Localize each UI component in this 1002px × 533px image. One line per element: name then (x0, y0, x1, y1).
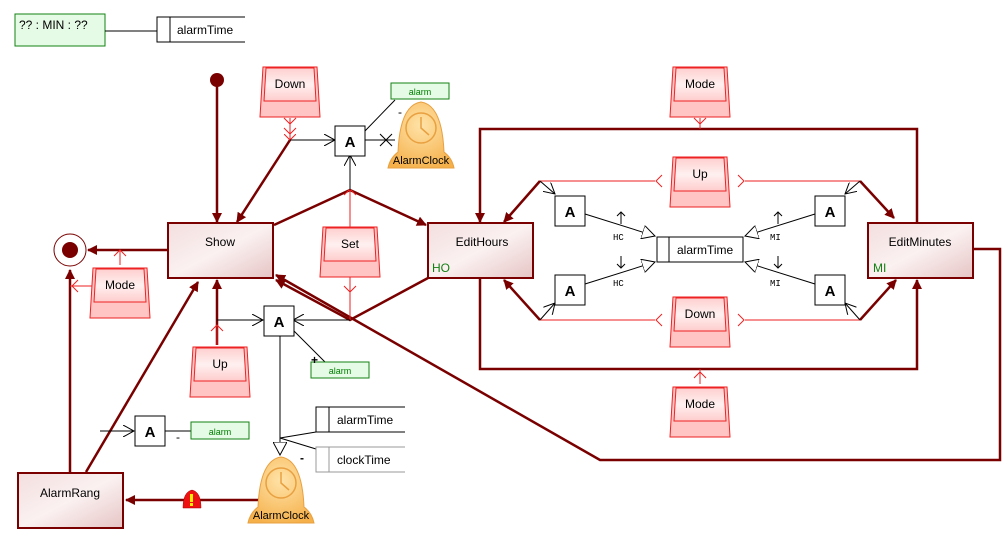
button-up-left[interactable]: Up (189, 346, 251, 398)
gate-label: A (565, 204, 576, 221)
gate-label: A (565, 283, 576, 300)
button-up-center[interactable]: Up (669, 156, 731, 208)
flag-sign: - (398, 105, 402, 119)
transition-mode-top (475, 127, 919, 223)
signal-alarm-clock-top[interactable]: AlarmClock (387, 101, 455, 169)
variable-label: alarmTime (337, 413, 394, 427)
op-hc-down: HC (613, 279, 624, 289)
transition-down-editminutes (859, 279, 897, 321)
transition-mode-bottom (478, 278, 922, 371)
flag-sign: - (176, 430, 180, 444)
edit-hours-tag: HO (432, 261, 450, 275)
button-label: Down (685, 307, 716, 321)
variable-label: alarmTime (677, 243, 734, 257)
transition-alarmrang-show (84, 281, 200, 473)
button-mode-top[interactable]: Mode (669, 66, 731, 118)
alarm-warning-icon (182, 489, 202, 509)
op-mi-up: MI (770, 233, 781, 243)
signal-label: AlarmClock (253, 510, 310, 522)
gate-label: A (825, 204, 836, 221)
condition-lines (100, 99, 861, 455)
variable-alarm-time-center[interactable]: alarmTime (656, 236, 744, 263)
gate-alarmrang[interactable]: A (134, 415, 166, 447)
transition-down-show (235, 139, 292, 223)
transition-up-edithours (503, 180, 541, 223)
variable-label: alarmTime (177, 23, 234, 37)
state-show-label: Show (205, 235, 235, 249)
button-label: Mode (685, 397, 715, 411)
gate-down-hours[interactable]: A (554, 274, 586, 306)
trigger-arrowheads (71, 117, 745, 379)
op-mi-down: MI (770, 279, 781, 289)
state-edit-minutes-label: EditMinutes (889, 235, 952, 249)
button-mode-bottom[interactable]: Mode (669, 386, 731, 438)
gate-label: A (825, 283, 836, 300)
gate-up-alarm[interactable]: A (263, 305, 295, 337)
flag-alarm-mid[interactable]: alarm (310, 361, 370, 379)
edit-minutes-tag: MI (873, 261, 886, 275)
clock-display-text: ?? : MIN : ?? (19, 18, 88, 32)
signal-label: AlarmClock (393, 155, 450, 167)
clock-display: ?? : MIN : ?? (14, 13, 106, 47)
button-label: Up (692, 167, 708, 181)
variable-alarm-time-top[interactable]: alarmTime (156, 16, 245, 43)
signal-alarm-clock-bottom[interactable]: AlarmClock (247, 456, 315, 524)
variable-clock-time-bottom[interactable]: clockTime (315, 446, 405, 473)
gate-up-minutes[interactable]: A (814, 195, 846, 227)
flag-label: alarm (409, 87, 432, 97)
state-edit-hours-label: EditHours (456, 235, 509, 249)
gate-label: A (145, 424, 156, 441)
initial-state (210, 73, 224, 87)
op-hc-up: HC (613, 233, 624, 243)
transition-edithours-show (275, 276, 429, 322)
variable-label: clockTime (337, 453, 391, 467)
flag-label: alarm (209, 427, 232, 437)
button-down-center[interactable]: Down (669, 296, 731, 348)
variable-alarm-time-bottom[interactable]: alarmTime (315, 406, 405, 433)
clock-time-sign: - (300, 451, 304, 465)
transitions (65, 82, 1002, 505)
state-alarm-rang[interactable]: AlarmRang (17, 472, 124, 529)
transition-editminutes-show (275, 247, 1002, 462)
state-alarm-rang-label: AlarmRang (40, 486, 100, 500)
button-label: Mode (685, 77, 715, 91)
button-down-top[interactable]: Down (259, 66, 321, 118)
flag-alarm-low[interactable]: alarm (190, 421, 250, 440)
button-set[interactable]: Set (319, 226, 381, 278)
button-mode-left[interactable]: Mode (89, 267, 151, 319)
button-label: Up (212, 357, 228, 371)
button-label: Down (275, 77, 306, 91)
gate-down-alarm[interactable]: A (334, 125, 366, 157)
transition-up-editminutes (859, 180, 895, 219)
transition-down-edithours (503, 279, 541, 321)
gate-up-hours[interactable]: A (554, 195, 586, 227)
gate-down-minutes[interactable]: A (814, 274, 846, 306)
button-label: Set (341, 237, 360, 251)
gate-label: A (345, 134, 356, 151)
state-edit-hours[interactable]: EditHours HO (427, 222, 534, 279)
state-show[interactable]: Show (167, 222, 274, 279)
flag-label: alarm (329, 366, 352, 376)
flag-sign: + (311, 353, 318, 367)
and-gates: A A A A A A A (134, 125, 846, 447)
final-state (53, 233, 87, 267)
gate-label: A (274, 314, 285, 331)
button-label: Mode (105, 278, 135, 292)
flag-alarm-top[interactable]: alarm (390, 82, 450, 100)
state-edit-minutes[interactable]: EditMinutes MI (867, 222, 974, 279)
